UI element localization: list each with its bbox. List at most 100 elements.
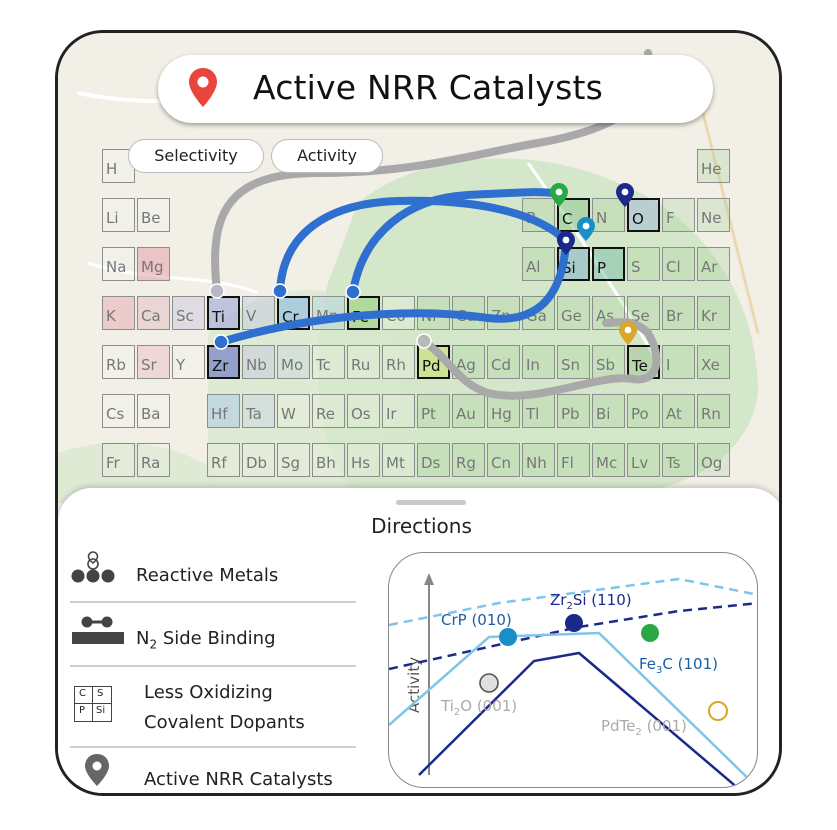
element-cl[interactable]: Cl	[662, 247, 695, 281]
element-fr[interactable]: Fr	[102, 443, 135, 477]
legend-divider	[70, 665, 356, 667]
element-mc[interactable]: Mc	[592, 443, 625, 477]
element-hs[interactable]: Hs	[347, 443, 380, 477]
element-hf[interactable]: Hf	[207, 394, 240, 428]
element-pb[interactable]: Pb	[557, 394, 590, 428]
element-ar[interactable]: Ar	[697, 247, 730, 281]
element-tc[interactable]: Tc	[312, 345, 345, 379]
element-cs[interactable]: Cs	[102, 394, 135, 428]
route-dot-ti	[209, 283, 225, 299]
element-rn[interactable]: Rn	[697, 394, 730, 428]
element-mo[interactable]: Mo	[277, 345, 310, 379]
element-ge[interactable]: Ge	[557, 296, 590, 330]
element-og[interactable]: Og	[697, 443, 730, 477]
pin-gold-icon	[619, 321, 637, 345]
legend-label-dopants-2: Covalent Dopants	[144, 712, 305, 733]
element-nh[interactable]: Nh	[522, 443, 555, 477]
element-sg[interactable]: Sg	[277, 443, 310, 477]
element-zn[interactable]: Zn	[487, 296, 520, 330]
pin-teal-icon	[577, 217, 595, 241]
element-mt[interactable]: Mt	[382, 443, 415, 477]
element-rf[interactable]: Rf	[207, 443, 240, 477]
blue-route-fe-c	[349, 188, 556, 296]
label-pdte2: PdTe2 (001)	[601, 717, 687, 738]
legend-label-active-catalysts: Active NRR Catalysts	[144, 769, 333, 790]
element-ba[interactable]: Ba	[137, 394, 170, 428]
chip-activity[interactable]: Activity	[271, 139, 383, 173]
element-s[interactable]: S	[627, 247, 660, 281]
element-rg[interactable]: Rg	[452, 443, 485, 477]
element-he[interactable]: He	[697, 149, 730, 183]
chip-selectivity[interactable]: Selectivity	[128, 139, 264, 173]
pin-navy-icon-si	[557, 231, 575, 255]
pin-navy-icon-o	[616, 183, 634, 207]
reactive-metals-icon	[71, 551, 115, 583]
element-y[interactable]: Y	[172, 345, 205, 379]
element-po[interactable]: Po	[627, 394, 660, 428]
element-ta[interactable]: Ta	[242, 394, 275, 428]
element-nb[interactable]: Nb	[242, 345, 275, 379]
drag-handle[interactable]	[396, 500, 466, 505]
element-xe[interactable]: Xe	[697, 345, 730, 379]
element-ru[interactable]: Ru	[347, 345, 380, 379]
route-overlay	[209, 49, 661, 400]
route-dot-cr	[272, 283, 288, 299]
element-cn[interactable]: Cn	[487, 443, 520, 477]
directions-panel: Directions Reactive Metals N2 Side Bindi…	[58, 488, 779, 793]
element-kr[interactable]: Kr	[697, 296, 730, 330]
element-re[interactable]: Re	[312, 394, 345, 428]
element-db[interactable]: Db	[242, 443, 275, 477]
element-w[interactable]: W	[277, 394, 310, 428]
element-rb[interactable]: Rb	[102, 345, 135, 379]
route-dot-pd	[416, 333, 432, 349]
element-o[interactable]: O	[627, 198, 660, 232]
element-sc[interactable]: Sc	[172, 296, 205, 330]
element-rh[interactable]: Rh	[382, 345, 415, 379]
element-in[interactable]: In	[522, 345, 555, 379]
element-n[interactable]: N	[592, 198, 625, 232]
element-pt[interactable]: Pt	[417, 394, 450, 428]
element-na[interactable]: Na	[102, 247, 135, 281]
element-i[interactable]: I	[662, 345, 695, 379]
element-sn[interactable]: Sn	[557, 345, 590, 379]
element-k[interactable]: K	[102, 296, 135, 330]
legend-label-reactive-metals: Reactive Metals	[136, 565, 279, 586]
element-au[interactable]: Au	[452, 394, 485, 428]
label-fe3c: Fe3C (101)	[639, 655, 718, 676]
element-al[interactable]: Al	[522, 247, 555, 281]
point-zr2si	[565, 614, 583, 632]
side-binding-icon	[72, 616, 124, 644]
element-ts[interactable]: Ts	[662, 443, 695, 477]
element-ti[interactable]: Ti	[207, 296, 240, 330]
element-bh[interactable]: Bh	[312, 443, 345, 477]
element-lv[interactable]: Lv	[627, 443, 660, 477]
element-li[interactable]: Li	[102, 198, 135, 232]
element-p[interactable]: P	[592, 247, 625, 281]
element-cd[interactable]: Cd	[487, 345, 520, 379]
search-title-bar[interactable]: Active NRR Catalysts	[158, 55, 713, 123]
gray-route-pd	[420, 318, 661, 400]
element-ir[interactable]: Ir	[382, 394, 415, 428]
point-crp	[499, 628, 517, 646]
element-tl[interactable]: Tl	[522, 394, 555, 428]
label-ti2o: Ti2O (001)	[440, 697, 517, 718]
element-be[interactable]: Be	[137, 198, 170, 232]
element-fl[interactable]: Fl	[557, 443, 590, 477]
element-f[interactable]: F	[662, 198, 695, 232]
element-ca[interactable]: Ca	[137, 296, 170, 330]
element-sr[interactable]: Sr	[137, 345, 170, 379]
element-ne[interactable]: Ne	[697, 198, 730, 232]
point-fe3c	[641, 624, 659, 642]
element-h[interactable]: H	[102, 149, 135, 183]
element-mg[interactable]: Mg	[137, 247, 170, 281]
element-ds[interactable]: Ds	[417, 443, 450, 477]
element-os[interactable]: Os	[347, 394, 380, 428]
element-ag[interactable]: Ag	[452, 345, 485, 379]
light-dashed-line	[389, 577, 757, 627]
element-sb[interactable]: Sb	[592, 345, 625, 379]
element-bi[interactable]: Bi	[592, 394, 625, 428]
element-at[interactable]: At	[662, 394, 695, 428]
element-v[interactable]: V	[242, 296, 275, 330]
element-br[interactable]: Br	[662, 296, 695, 330]
element-ra[interactable]: Ra	[137, 443, 170, 477]
